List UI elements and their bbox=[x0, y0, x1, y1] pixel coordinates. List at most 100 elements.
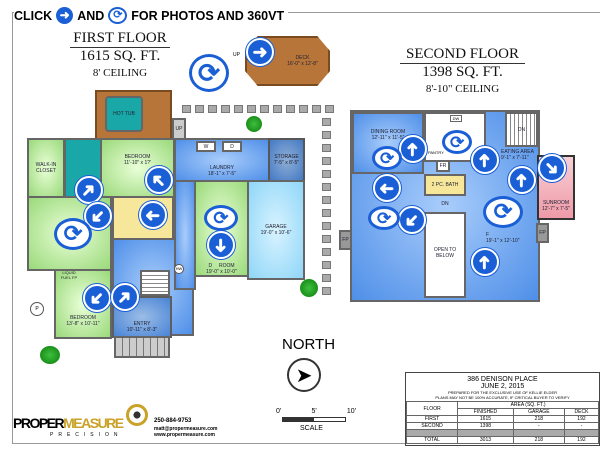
second-floor-title: SECOND FLOOR 1398 SQ. FT. 8'-10" CEILING bbox=[400, 46, 525, 95]
photo-arrow-button[interactable]: ➜ bbox=[398, 206, 426, 234]
bedroom1-label: BEDROOM bbox=[124, 154, 151, 160]
laundry-dim: 18'-1" x 7'-5" bbox=[208, 171, 236, 177]
paver bbox=[247, 105, 256, 113]
cell: FIRST bbox=[405, 415, 459, 423]
arrow-icon: ➜ bbox=[76, 177, 102, 203]
washer: W bbox=[196, 141, 216, 152]
header-click: CLICK bbox=[14, 8, 53, 23]
paver bbox=[322, 196, 331, 204]
logo: PROPERMEASURE bbox=[13, 415, 124, 431]
cell: 1615 bbox=[457, 415, 514, 423]
photo-arrow-button[interactable]: ➜ bbox=[538, 154, 566, 182]
sunroom-label: SUNROOM bbox=[542, 200, 570, 206]
phone: 250-884-9753 bbox=[154, 418, 192, 424]
photo-arrow-button[interactable]: ➜ bbox=[145, 166, 173, 194]
paver bbox=[322, 183, 331, 191]
paver bbox=[208, 105, 217, 113]
col-header: FINISHED bbox=[457, 408, 514, 416]
paver bbox=[195, 105, 204, 113]
paver bbox=[322, 209, 331, 217]
table-row-spacer bbox=[405, 429, 600, 437]
arrow-icon: ➜ bbox=[539, 155, 565, 181]
cell: 218 bbox=[512, 415, 565, 423]
arrow-icon: ➜ bbox=[399, 207, 425, 233]
logo-proper: PROPER bbox=[13, 415, 65, 431]
360-tour-button[interactable]: ⟳ bbox=[372, 146, 402, 170]
scale-bar bbox=[282, 417, 346, 422]
cell: 192 bbox=[563, 436, 600, 444]
photo-arrow-button[interactable]: ➜ bbox=[373, 174, 401, 202]
paver bbox=[182, 105, 191, 113]
360-tour-button[interactable]: ⟳ bbox=[442, 130, 472, 154]
bedroom1-dim: 11'-10" x 1?' bbox=[124, 160, 151, 166]
col-header: GARAGE bbox=[512, 408, 565, 416]
photo-arrow-button[interactable]: ➜ bbox=[207, 231, 235, 259]
walk-in-label: WALK-IN CLOSET bbox=[35, 162, 57, 174]
header: CLICK ➜ AND ⟳ FOR PHOTOS AND 360VT bbox=[14, 7, 289, 24]
photo-arrow-button[interactable]: ➜ bbox=[508, 166, 536, 194]
360-tour-button[interactable]: ⟳ bbox=[204, 205, 238, 231]
title-block: 386 DENISON PLACE JUNE 2, 2015 PREPARED … bbox=[405, 372, 600, 446]
paver bbox=[260, 105, 269, 113]
logo-tagline: PRECISION bbox=[50, 432, 123, 438]
fp-label: FP bbox=[342, 237, 349, 243]
photo-arrow-button[interactable]: ➜ bbox=[83, 284, 111, 312]
email[interactable]: matt@propermeasure.com bbox=[154, 425, 218, 432]
arrow-icon: ➜ bbox=[474, 254, 495, 270]
tree bbox=[40, 346, 60, 364]
dishwasher: DW bbox=[450, 115, 462, 122]
eating-label: EATING AREA bbox=[501, 149, 534, 155]
open-dn-label: DN bbox=[441, 201, 449, 207]
photo-arrow-button[interactable]: ➜ bbox=[471, 146, 499, 174]
compass-icon: ➤ bbox=[287, 358, 321, 392]
hot-tub: HOT TUB bbox=[105, 96, 143, 132]
photo-arrow-button[interactable]: ➜ bbox=[246, 38, 274, 66]
arrow-icon: ➜ bbox=[252, 41, 268, 62]
360-tour-button[interactable]: ⟳ bbox=[483, 196, 523, 228]
photo-arrow-button[interactable]: ➜ bbox=[75, 176, 103, 204]
area-header: AREA (SQ. FT.) bbox=[457, 401, 599, 409]
floor-header: FLOOR bbox=[405, 401, 459, 416]
bath-label: 2 PC. BATH bbox=[431, 182, 459, 188]
photo-arrow-button[interactable]: ➜ bbox=[111, 283, 139, 311]
stairs-down-label: DN bbox=[517, 126, 526, 133]
cell bbox=[512, 429, 565, 437]
col-header: DECK bbox=[563, 408, 600, 416]
garage-label: GARAGE bbox=[265, 224, 287, 230]
bedroom2-label: BEDROOM bbox=[70, 315, 96, 321]
photo-arrow-button[interactable]: ➜ bbox=[399, 135, 427, 163]
paver bbox=[322, 131, 331, 139]
paver bbox=[299, 105, 308, 113]
first-floor-name: FIRST FLOOR bbox=[70, 30, 170, 48]
paver bbox=[312, 105, 321, 113]
second-floor-name: SECOND FLOOR bbox=[400, 46, 525, 64]
paver bbox=[322, 287, 331, 295]
washer-label: W bbox=[203, 143, 209, 150]
address: 386 DENISON PLACE bbox=[467, 376, 538, 383]
dryer-label: D bbox=[230, 143, 234, 150]
photo-arrow-button[interactable]: ➜ bbox=[471, 248, 499, 276]
photo-arrow-button[interactable]: ➜ bbox=[139, 201, 167, 229]
paver bbox=[325, 105, 334, 113]
paver bbox=[322, 118, 331, 126]
360-tour-button[interactable]: ⟳ bbox=[368, 206, 400, 230]
arrow-icon: ➜ bbox=[402, 141, 423, 157]
website[interactable]: www.propermeasure.com bbox=[154, 432, 215, 439]
tree bbox=[300, 279, 318, 297]
360-tour-button[interactable]: ⟳ bbox=[189, 54, 229, 92]
den-dim: 19'-0" x 10'-0" bbox=[206, 269, 237, 275]
tree bbox=[246, 116, 262, 132]
prepared-for: PREPARED FOR THE EXCLUSIVE USE OF KELLIE… bbox=[448, 390, 557, 395]
hot-tub-label: HOT TUB bbox=[113, 111, 135, 117]
dining-dim: 12'-11" x 11'-5" bbox=[371, 135, 405, 141]
360-tour-button[interactable]: ⟳ bbox=[54, 218, 92, 250]
paver bbox=[322, 222, 331, 230]
